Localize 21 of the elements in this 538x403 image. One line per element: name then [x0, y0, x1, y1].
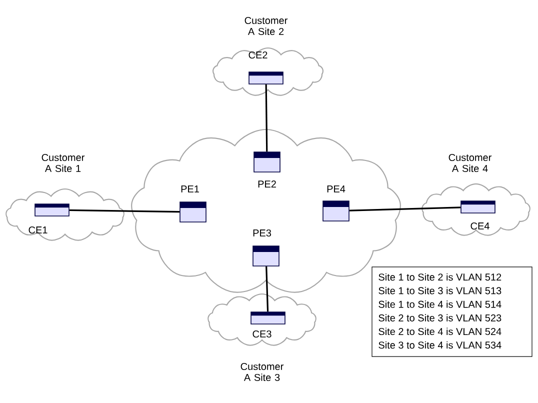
device-label: CE4	[470, 222, 490, 230]
device-label: CE3	[252, 330, 272, 338]
device-label: CE1	[28, 226, 48, 234]
device-label: PE3	[253, 229, 272, 237]
vlan-note: Site 1 to Site 4 is VLAN 514	[378, 300, 502, 308]
site-heading: Customer A Site 4	[448, 154, 492, 172]
site-heading: Customer A Site 2	[244, 16, 288, 36]
vlan-note: Site 2 to Site 3 is VLAN 523	[378, 314, 502, 322]
site-heading: Customer A Site 1	[42, 154, 84, 172]
vlan-note: Site 2 to Site 4 is VLAN 524	[378, 328, 502, 336]
link-line	[69, 209, 180, 213]
vlan-note: Site 3 to Site 4 is VLAN 534	[378, 341, 502, 349]
vlan-note: Site 1 to Site 3 is VLAN 513	[378, 286, 502, 294]
device-label: PE4	[327, 186, 346, 192]
device-label: CE2	[248, 51, 268, 59]
cloud	[131, 128, 401, 293]
device-label: PE1	[181, 186, 199, 192]
link-line	[349, 206, 461, 212]
vlan-note: Site 1 to Site 2 is VLAN 512	[378, 273, 502, 281]
site-heading: Customer A Site 3	[240, 362, 284, 382]
device-label: PE2	[258, 180, 276, 188]
